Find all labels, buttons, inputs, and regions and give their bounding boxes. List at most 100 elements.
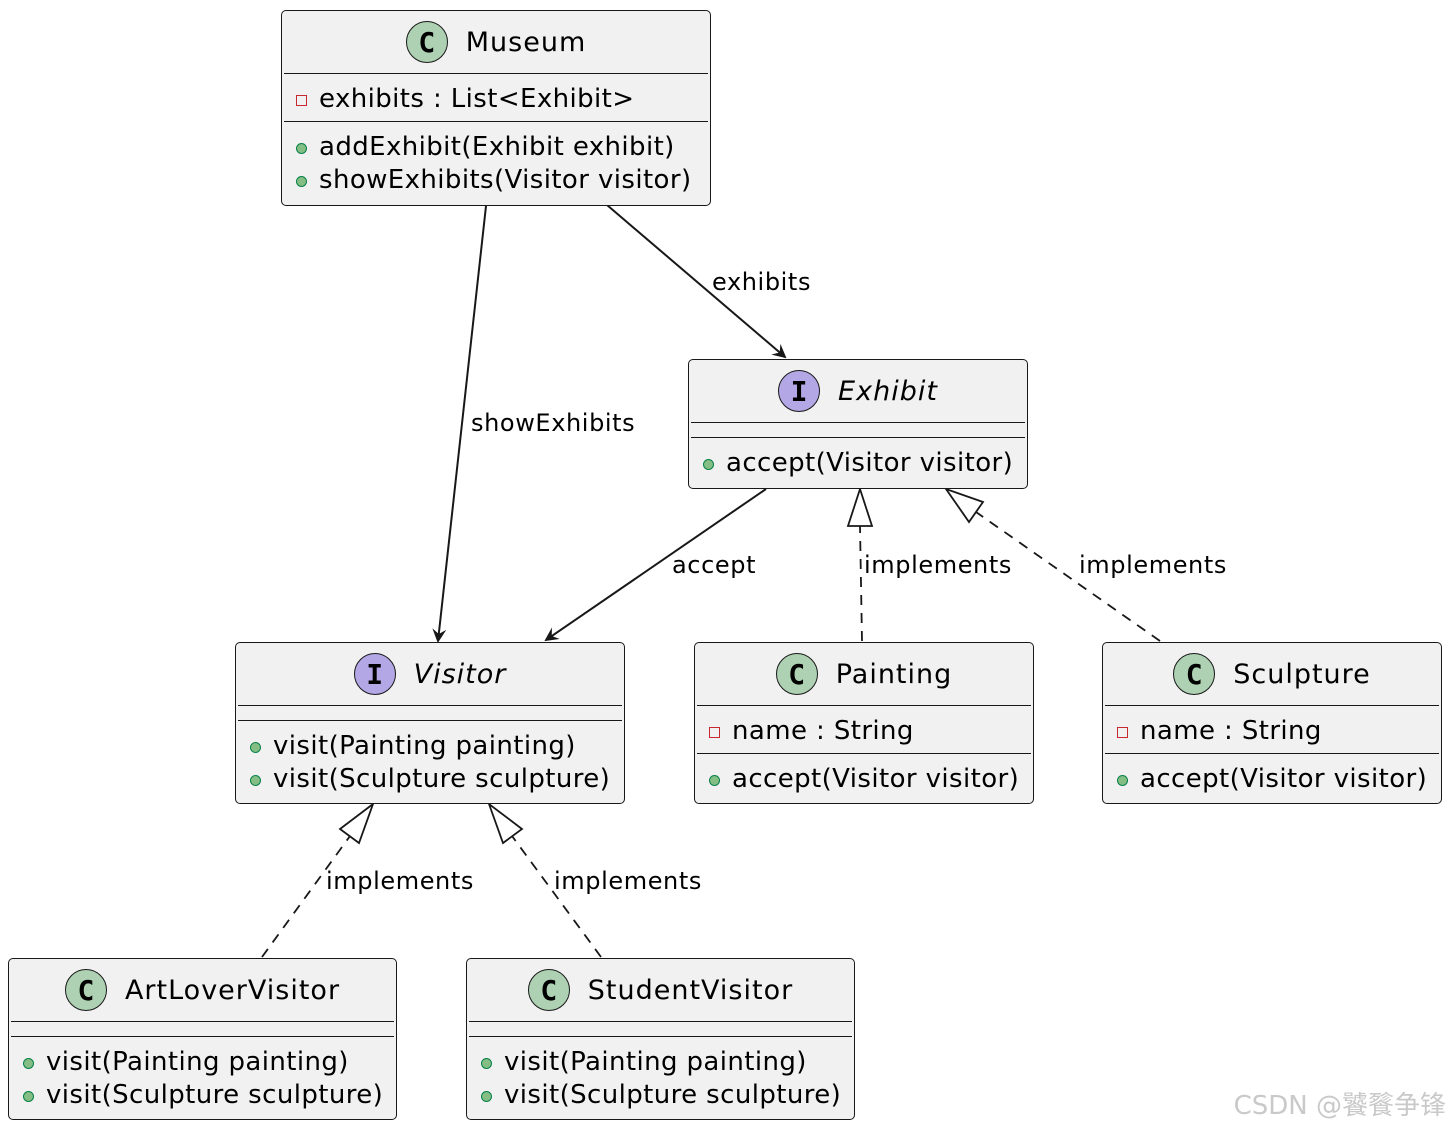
edge-student-visitor [511, 835, 602, 958]
interface-visitor[interactable]: I Visitor visit(Painting painting) visit… [235, 642, 625, 804]
divider [238, 705, 622, 706]
public-visibility-icon [23, 1058, 34, 1069]
class-name: Museum [465, 26, 587, 58]
divider [697, 753, 1031, 754]
empty-fields-section [467, 1022, 854, 1036]
class-header: C ArtLoverVisitor [9, 959, 396, 1021]
private-visibility-icon [1117, 727, 1128, 738]
class-name: Painting [835, 658, 953, 690]
empty-fields-section [689, 423, 1027, 437]
edge-label-implements-sculpture: implements [1079, 551, 1227, 579]
empty-fields-section [236, 706, 624, 720]
public-visibility-icon [709, 775, 720, 786]
methods-section: addExhibit(Exhibit exhibit) showExhibits… [282, 122, 710, 202]
realization-arrowhead-painting [846, 486, 874, 527]
method-text: accept(Visitor visitor) [1140, 763, 1428, 794]
divider [691, 437, 1025, 438]
class-name: Exhibit [838, 375, 938, 407]
class-header: C Sculpture [1103, 643, 1441, 705]
edge-museum-exhibit [606, 204, 787, 359]
divider [11, 1036, 394, 1037]
edge-painting-exhibit [859, 525, 863, 642]
class-badge-icon: C [405, 21, 448, 63]
edge-label-implements-painting: implements [864, 551, 1012, 579]
field-text: name : String [732, 715, 914, 746]
interface-badge-icon: I [778, 370, 821, 412]
edge-artlover-visitor [261, 835, 351, 958]
interface-exhibit[interactable]: I Exhibit accept(Visitor visitor) [688, 359, 1028, 489]
class-name: Sculpture [1233, 658, 1371, 690]
method-row: accept(Visitor visitor) [703, 446, 1027, 479]
class-name: Visitor [413, 658, 507, 690]
public-visibility-icon [1117, 775, 1128, 786]
method-text: visit(Painting painting) [46, 1046, 349, 1077]
methods-section: visit(Painting painting) visit(Sculpture… [9, 1037, 396, 1117]
method-text: accept(Visitor visitor) [726, 447, 1014, 478]
methods-section: visit(Painting painting) visit(Sculpture… [467, 1037, 854, 1117]
class-header: C StudentVisitor [467, 959, 854, 1021]
class-badge-icon: C [1173, 653, 1216, 695]
method-row: visit(Sculpture sculpture) [481, 1078, 854, 1111]
method-row: addExhibit(Exhibit exhibit) [296, 130, 710, 163]
methods-section: accept(Visitor visitor) [1103, 754, 1441, 801]
divider [469, 1036, 852, 1037]
class-sculpture[interactable]: C Sculpture name : String accept(Visitor… [1102, 642, 1442, 804]
method-row: showExhibits(Visitor visitor) [296, 163, 710, 196]
method-text: visit(Sculpture sculpture) [46, 1079, 384, 1110]
edge-label-exhibits: exhibits [712, 268, 812, 296]
divider [284, 121, 708, 122]
class-badge-icon: C [527, 969, 570, 1011]
class-header: I Exhibit [689, 360, 1027, 422]
fields-section: name : String [695, 706, 1033, 753]
class-header: I Visitor [236, 643, 624, 705]
edge-label-implements-artlover: implements [326, 867, 474, 895]
private-visibility-icon [709, 727, 720, 738]
method-row: visit(Painting painting) [23, 1045, 396, 1078]
realization-arrowhead-sculpture [943, 487, 985, 524]
fields-section: name : String [1103, 706, 1441, 753]
divider [1105, 705, 1439, 706]
fields-section: exhibits : List<Exhibit> [282, 74, 710, 121]
methods-section: visit(Painting painting) visit(Sculpture… [236, 721, 624, 801]
class-studentvisitor[interactable]: C StudentVisitor visit(Painting painting… [466, 958, 855, 1120]
public-visibility-icon [703, 459, 714, 470]
class-painting[interactable]: C Painting name : String accept(Visitor … [694, 642, 1034, 804]
field-text: name : String [1140, 715, 1322, 746]
method-row: accept(Visitor visitor) [1117, 762, 1441, 795]
divider [238, 720, 622, 721]
method-text: accept(Visitor visitor) [732, 763, 1020, 794]
divider [691, 422, 1025, 423]
divider [284, 73, 708, 74]
divider [1105, 753, 1439, 754]
edge-museum-visitor [432, 205, 487, 643]
method-text: visit(Painting painting) [273, 730, 576, 761]
methods-section: accept(Visitor visitor) [689, 438, 1027, 485]
method-text: visit(Sculpture sculpture) [273, 763, 611, 794]
divider [11, 1021, 394, 1022]
edge-label-implements-student: implements [554, 867, 702, 895]
field-row: name : String [1117, 714, 1441, 747]
field-text: exhibits : List<Exhibit> [319, 83, 635, 114]
method-row: visit(Sculpture sculpture) [250, 762, 624, 795]
class-badge-icon: C [64, 969, 107, 1011]
field-row: exhibits : List<Exhibit> [296, 82, 710, 115]
empty-fields-section [9, 1022, 396, 1036]
class-badge-icon: C [775, 653, 818, 695]
watermark: CSDN @饕餮争锋 [1233, 1091, 1446, 1121]
public-visibility-icon [481, 1091, 492, 1102]
public-visibility-icon [250, 742, 261, 753]
class-name: StudentVisitor [587, 974, 794, 1006]
class-artlovervisitor[interactable]: C ArtLoverVisitor visit(Painting paintin… [8, 958, 397, 1120]
public-visibility-icon [481, 1058, 492, 1069]
method-text: showExhibits(Visitor visitor) [319, 164, 692, 195]
edge-label-showexhibits: showExhibits [471, 409, 636, 437]
methods-section: accept(Visitor visitor) [695, 754, 1033, 801]
method-text: visit(Sculpture sculpture) [504, 1079, 842, 1110]
method-text: visit(Painting painting) [504, 1046, 807, 1077]
class-museum[interactable]: C Museum exhibits : List<Exhibit> addExh… [281, 10, 711, 206]
method-row: visit(Painting painting) [481, 1045, 854, 1078]
interface-badge-icon: I [353, 653, 396, 695]
method-row: accept(Visitor visitor) [709, 762, 1033, 795]
